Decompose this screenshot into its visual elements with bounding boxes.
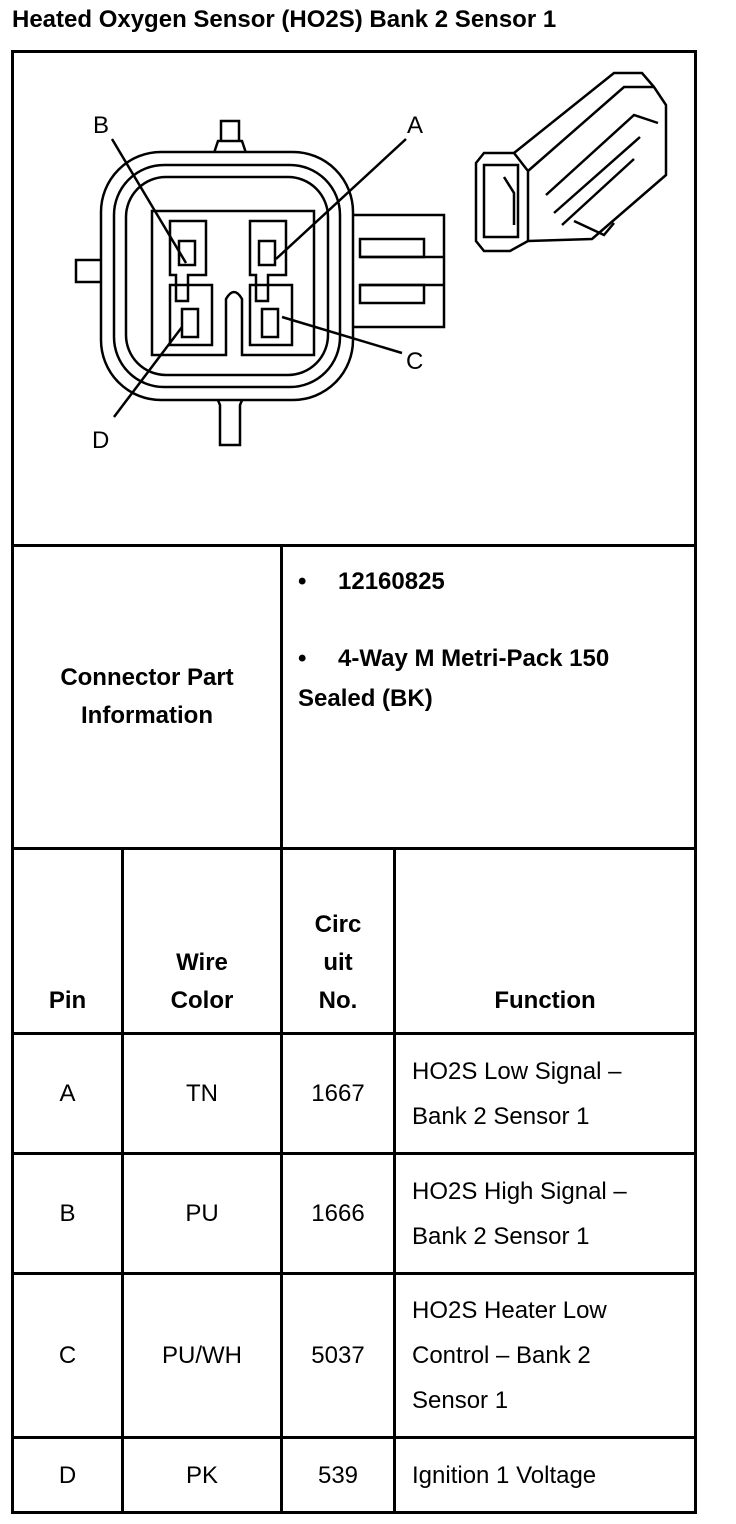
divider <box>11 1272 697 1275</box>
pin-label-a: A <box>407 112 423 139</box>
table-row-b-circuit: 1666 <box>311 1200 365 1227</box>
header-function: Function <box>494 987 596 1014</box>
header-pin: Pin <box>48 987 87 1014</box>
connector-diagram: A B C D <box>74 71 668 454</box>
divider <box>280 847 283 1514</box>
table-row-a-circuit: 1667 <box>311 1080 365 1107</box>
table-row-c-pin: C <box>58 1342 77 1369</box>
table-row-c-circuit: 5037 <box>311 1342 365 1369</box>
table-row-b-function: HO2S High Signal – Bank 2 Sensor 1 <box>412 1177 627 1250</box>
table-row-d-circuit: 539 <box>317 1461 359 1489</box>
divider <box>393 847 396 1514</box>
table-frame <box>11 50 697 1514</box>
table-row-a-pin: A <box>59 1080 76 1107</box>
connector-info-label: Connector Part Information <box>60 664 234 729</box>
divider <box>11 847 697 850</box>
table-row-d-color: PK <box>185 1461 218 1489</box>
pin-label-c: C <box>406 348 423 375</box>
connector-info-list: •12160825 •4-Way M Metri-Pack 150 Sealed… <box>298 562 688 756</box>
table-row-d-function: Ignition 1 Voltage <box>412 1461 597 1489</box>
pin-label-d: D <box>92 427 109 454</box>
divider <box>11 544 697 547</box>
header-circuit-no: Circuit No. <box>314 911 362 1014</box>
divider <box>11 1436 697 1439</box>
page-title: Heated Oxygen Sensor (HO2S) Bank 2 Senso… <box>12 6 557 33</box>
divider <box>280 544 283 850</box>
table-row-a-color: TN <box>186 1080 218 1107</box>
connector-part-number: •12160825 <box>298 568 445 595</box>
table-row-b-pin: B <box>59 1200 76 1227</box>
connector-type: •4-Way M Metri-Pack 150 Sealed (BK) <box>298 645 610 712</box>
divider <box>121 847 124 1514</box>
divider <box>11 1152 697 1155</box>
table-row-b-color: PU <box>185 1200 219 1227</box>
table-row-d-pin: D <box>58 1461 77 1489</box>
table-row-c-function: HO2S Heater Low Control – Bank 2 Sensor … <box>412 1297 607 1414</box>
table-row-c-color: PU/WH <box>162 1342 242 1369</box>
header-wire-color: Wire Color <box>170 949 234 1014</box>
divider <box>11 1032 697 1035</box>
pin-label-b: B <box>93 112 109 139</box>
table-row-a-function: HO2S Low Signal – Bank 2 Sensor 1 <box>412 1057 622 1130</box>
connector-side-view <box>474 71 668 253</box>
